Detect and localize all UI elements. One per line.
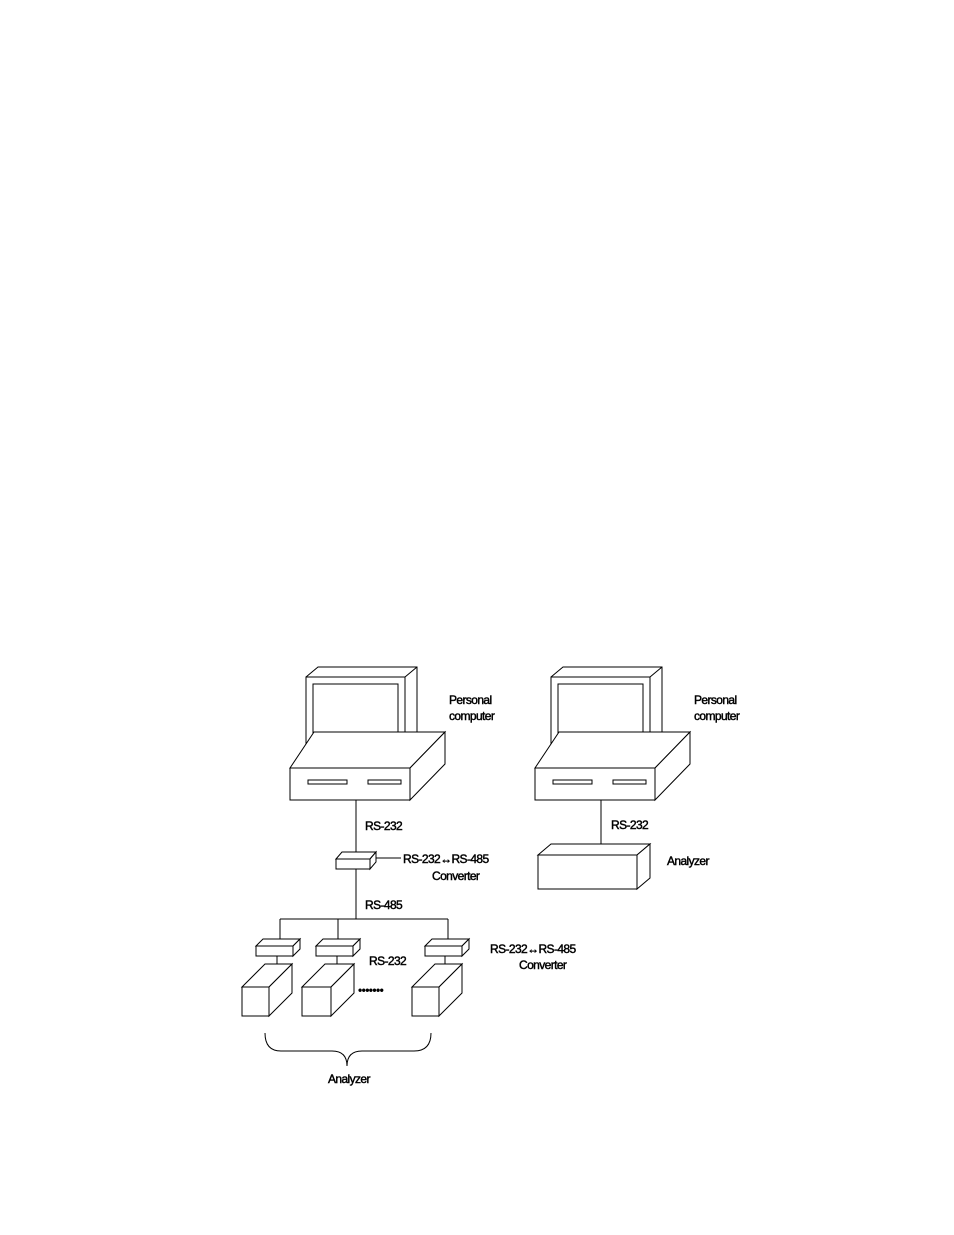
- left-rs232-label: RS-232: [365, 819, 403, 833]
- rs485-label: RS-485: [365, 898, 403, 912]
- left-pc-label-line2: computer: [449, 709, 495, 723]
- rs485-bus: [280, 919, 448, 939]
- right-personal-computer: Personal computer: [535, 667, 740, 800]
- left-personal-computer: Personal computer: [290, 667, 495, 800]
- left-base: [290, 732, 445, 800]
- converter-3: [425, 939, 469, 956]
- converter-2: [316, 939, 360, 956]
- converter-top: RS-232↔RS-485 Converter: [336, 852, 490, 883]
- analyzer-3: [412, 964, 462, 1016]
- right-pc-label: Personal computer: [694, 693, 740, 723]
- right-analyzer-label: Analyzer: [667, 854, 709, 868]
- group-rs232-label: RS-232: [369, 954, 407, 968]
- analyzer-1: [242, 964, 292, 1016]
- converter-top-caption: Converter: [432, 869, 480, 883]
- converter-group-label: RS-232↔RS-485: [490, 942, 577, 956]
- analyzer-ellipsis: •••••••: [358, 983, 384, 997]
- right-rs232-label: RS-232: [611, 818, 649, 832]
- analyzer-group-label: Analyzer: [328, 1072, 370, 1086]
- converter-1: [256, 939, 300, 956]
- converter-top-label: RS-232↔RS-485: [403, 852, 490, 866]
- converter-group-caption: Converter: [519, 958, 567, 972]
- right-pc-label-line1: Personal: [694, 693, 737, 707]
- right-pc-label-line2: computer: [694, 709, 740, 723]
- analyzer-2: [302, 964, 354, 1016]
- left-pc-label-line1: Personal: [449, 693, 492, 707]
- left-pc-label: Personal computer: [449, 693, 495, 723]
- analyzer-group-brace: [265, 1033, 431, 1066]
- right-base: [535, 732, 690, 800]
- right-analyzer: [538, 844, 650, 889]
